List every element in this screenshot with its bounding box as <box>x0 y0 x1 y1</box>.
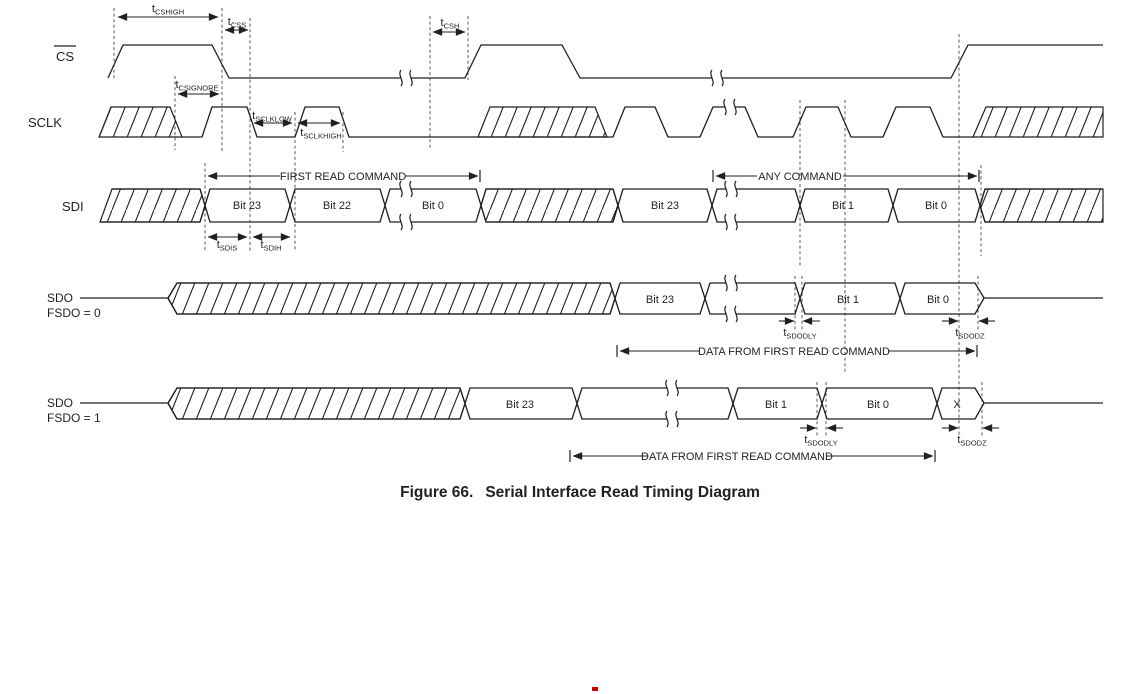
sdo-fsdo0-signal-row: SDO FSDO = 0 Bit 23 Bit 1 Bit 0 <box>47 282 1103 320</box>
t-sdih-label: tSDIH <box>261 239 282 253</box>
t-css-label: tCSS <box>228 16 246 30</box>
t-cshigh-label: tCSHIGH <box>152 3 184 17</box>
sdo-fsdo0-signal-label: SDO <box>47 291 73 305</box>
timing-dimension-arrows <box>117 13 999 462</box>
sdi-signal-row: SDI Bit 23 Bit 22 Bit 0 Bit 23 Bit 1 Bit… <box>62 188 1104 223</box>
sdo-fsdo1-waveform <box>167 387 985 420</box>
sdi-hatch-band-3 <box>979 188 1104 223</box>
t-csignore-label: tCSIGNORE <box>175 79 218 93</box>
command-span-labels: FIRST READ COMMAND ANY COMMAND DATA FROM… <box>280 171 890 463</box>
sdo-fsdo1-mode-label: FSDO = 1 <box>47 411 101 425</box>
t-sdis-label: tSDIS <box>217 239 238 253</box>
first-read-command-label: FIRST READ COMMAND <box>280 171 406 183</box>
t-sdodly-label-fsdo0: tSDODLY <box>783 327 816 341</box>
data-from-first-read-command-label-fsdo0: DATA FROM FIRST READ COMMAND <box>698 346 890 358</box>
sdo-fsdo1-signal-label: SDO <box>47 396 73 410</box>
sdo-fsdo1-bit-cell-label: Bit 1 <box>765 399 787 411</box>
sdo-fsdo0-mode-label: FSDO = 0 <box>47 306 101 320</box>
sdi-hatch-band-1 <box>99 188 206 223</box>
sclk-signal-row: SCLK <box>28 106 1104 138</box>
t-sdodz-label-fsdo0: tSDODZ <box>955 327 985 341</box>
sclk-hatch-band-2 <box>477 106 608 138</box>
sdi-waveform <box>100 188 1103 223</box>
t-sdodly-label-fsdo1: tSDODLY <box>804 434 837 448</box>
sclk-hatch-band-1 <box>98 106 183 138</box>
t-sclkhigh-label: tSCLKHIGH <box>300 127 341 141</box>
sdi-signal-label: SDI <box>62 199 84 214</box>
sdi-bit-cell-label: Bit 23 <box>233 200 261 212</box>
sdi-bit-cell-label: Bit 0 <box>925 200 947 212</box>
sdi-hatch-band-2 <box>480 188 619 223</box>
sdo-fsdo1-bit-cell-label: Bit 23 <box>506 399 534 411</box>
cs-signal-label: CS <box>56 49 74 64</box>
waveform-break-marks <box>399 69 738 428</box>
sdi-bit-cell-label: Bit 22 <box>323 200 351 212</box>
t-csh-label: tCSH <box>441 17 460 31</box>
sdo-fsdo1-hatch-band <box>167 387 466 420</box>
sclk-signal-label: SCLK <box>28 115 62 130</box>
sdi-bit-cell-label: Bit 1 <box>832 200 854 212</box>
sdo-fsdo0-hatch-band <box>167 282 616 315</box>
sdo-fsdo0-waveform <box>167 282 985 315</box>
sdi-bit-cell-label: Bit 0 <box>422 200 444 212</box>
cs-signal-row: CS <box>54 44 1103 79</box>
sclk-waveform <box>182 106 973 138</box>
sdo-fsdo0-waveform <box>167 282 985 315</box>
data-from-first-read-command-label-fsdo1: DATA FROM FIRST READ COMMAND <box>641 451 833 463</box>
sdo-fsdo0-bit-cell-label: Bit 1 <box>837 294 859 306</box>
sdo-fsdo0-bit-cell-label: Bit 0 <box>927 294 949 306</box>
sdo-fsdo1-bit-cell-label: Bit 0 <box>867 399 889 411</box>
cs-waveform <box>107 44 1103 79</box>
sclk-hatch-band-3 <box>972 106 1104 138</box>
figure-caption: Figure 66.Serial Interface Read Timing D… <box>400 484 760 501</box>
any-command-label: ANY COMMAND <box>758 171 842 183</box>
sdo-fsdo1-dontcare-cell-label: X <box>953 399 961 411</box>
sdo-fsdo1-signal-row: SDO FSDO = 1 Bit 23 Bit 1 Bit 0 X <box>47 387 1103 425</box>
sdo-fsdo0-bit-cell-label: Bit 23 <box>646 294 674 306</box>
t-sclklow-label: tSCLKLOW <box>252 110 293 124</box>
timing-parameter-labels: tCSHIGH tCSS tCSH tCSIGNORE tSCLKLOW tSC… <box>152 3 987 448</box>
sdi-bit-cell-label: Bit 23 <box>651 200 679 212</box>
red-page-artifact <box>592 687 598 691</box>
t-sdodz-label-fsdo1: tSDODZ <box>957 434 987 448</box>
